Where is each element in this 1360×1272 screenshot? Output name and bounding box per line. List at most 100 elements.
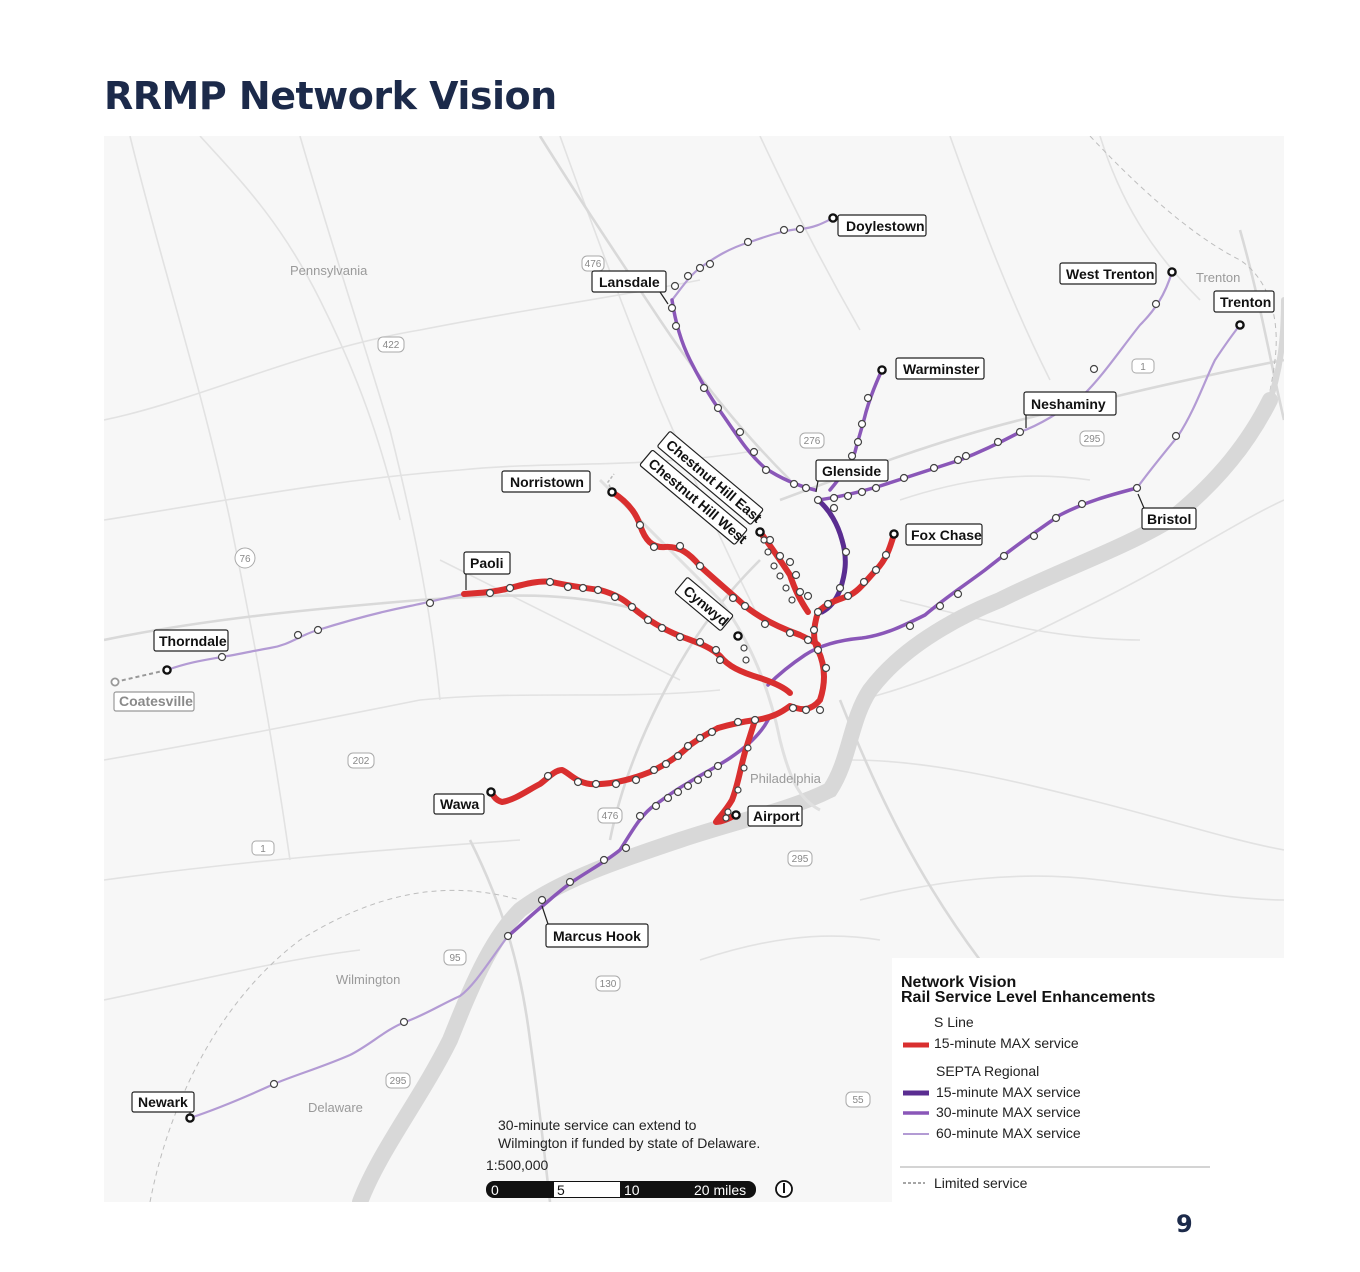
delaware-river bbox=[352, 297, 1284, 1202]
station-label-airport[interactable]: Airport bbox=[747, 805, 803, 827]
highway-shield-422: 422 bbox=[377, 336, 405, 353]
station-label-bristol[interactable]: Bristol bbox=[1137, 493, 1197, 530]
svg-text:276: 276 bbox=[804, 436, 821, 447]
terminal-airport bbox=[731, 810, 741, 820]
svg-text:Wilmington if funded by state: Wilmington if funded by state of Delawar… bbox=[498, 1135, 760, 1151]
station-label-coatesville[interactable]: Coatesville bbox=[113, 691, 195, 712]
svg-text:95: 95 bbox=[449, 953, 461, 964]
station-label-norristown[interactable]: Norristown bbox=[501, 470, 591, 493]
terminal-norristown bbox=[607, 487, 617, 497]
place-wilmington: Wilmington bbox=[336, 972, 400, 987]
highway-shield-295-de: 295 bbox=[385, 1072, 411, 1089]
place-pennsylvania: Pennsylvania bbox=[290, 263, 368, 278]
station-label-thorndale[interactable]: Thorndale bbox=[153, 629, 229, 652]
terminal-thorndale bbox=[162, 665, 172, 675]
line-norristown-limited bbox=[607, 473, 615, 493]
station-label-paoli[interactable]: Paoli bbox=[463, 551, 511, 590]
legend-regional-60: 60-minute MAX service bbox=[936, 1125, 1081, 1141]
highway-shield-276: 276 bbox=[799, 432, 825, 449]
schuylkill-river bbox=[598, 478, 821, 812]
legend-regional-15: 15-minute MAX service bbox=[936, 1084, 1081, 1100]
legend: Network Vision Rail Service Level Enhanc… bbox=[892, 958, 1284, 1202]
svg-text:295: 295 bbox=[792, 854, 809, 865]
svg-text:130: 130 bbox=[600, 979, 617, 990]
terminal-west-trenton bbox=[1167, 267, 1177, 277]
svg-text:Paoli: Paoli bbox=[470, 555, 503, 571]
network-map[interactable]: Pennsylvania Trenton Philadelphia Wilmin… bbox=[104, 136, 1284, 1202]
svg-text:202: 202 bbox=[353, 756, 370, 767]
page-title: RRMP Network Vision bbox=[104, 74, 557, 118]
highway-shield-476-south: 476 bbox=[597, 807, 623, 824]
svg-text:Newark: Newark bbox=[138, 1094, 188, 1110]
highway-shields: 476 422 276 295 1 76 202 476 1 295 95 13… bbox=[234, 255, 1155, 1108]
svg-text:476: 476 bbox=[585, 259, 602, 270]
terminal-cynwyd bbox=[733, 631, 743, 641]
svg-text:422: 422 bbox=[383, 340, 400, 351]
station-stops bbox=[217, 224, 1181, 1089]
svg-text:Lansdale: Lansdale bbox=[599, 274, 660, 290]
svg-text:Marcus Hook: Marcus Hook bbox=[553, 928, 641, 944]
scale-tick-10: 10 bbox=[624, 1182, 640, 1198]
terminal-wawa bbox=[486, 787, 496, 797]
legend-regional-heading: SEPTA Regional bbox=[936, 1063, 1039, 1079]
svg-text:55: 55 bbox=[852, 1095, 864, 1106]
road-network bbox=[104, 136, 1284, 1001]
svg-text:295: 295 bbox=[1084, 434, 1101, 445]
north-arrow-icon bbox=[775, 1180, 793, 1198]
highway-shield-1-south: 1 bbox=[251, 840, 275, 856]
svg-text:1: 1 bbox=[1140, 362, 1146, 373]
svg-text:Warminster: Warminster bbox=[903, 361, 980, 377]
station-label-newark[interactable]: Newark bbox=[131, 1091, 195, 1116]
station-label-marcus-hook[interactable]: Marcus Hook bbox=[541, 905, 649, 948]
svg-text:295: 295 bbox=[390, 1076, 407, 1087]
place-delaware: Delaware bbox=[308, 1100, 363, 1115]
svg-text:30-minute service can extend t: 30-minute service can extend to bbox=[498, 1117, 697, 1133]
svg-text:West Trenton: West Trenton bbox=[1066, 266, 1154, 282]
s-line-airport bbox=[713, 717, 758, 825]
state-boundaries bbox=[149, 136, 1277, 1202]
svg-text:Bristol: Bristol bbox=[1147, 511, 1191, 527]
highway-shield-476-north: 476 bbox=[581, 255, 605, 272]
station-label-fox-chase[interactable]: Fox Chase bbox=[905, 523, 983, 546]
terminal-coatesville bbox=[110, 677, 120, 687]
legend-regional-30: 30-minute MAX service bbox=[936, 1104, 1081, 1120]
highway-shield-295-nj: 295 bbox=[787, 850, 813, 867]
legend-limited: Limited service bbox=[934, 1175, 1028, 1191]
scale-ratio: 1:500,000 bbox=[486, 1157, 548, 1173]
svg-text:1: 1 bbox=[260, 844, 266, 855]
highway-shield-76: 76 bbox=[234, 547, 256, 569]
station-label-glenside[interactable]: Glenside bbox=[815, 459, 889, 493]
line-trenton-extension bbox=[1135, 323, 1242, 490]
terminal-trenton bbox=[1235, 320, 1245, 330]
legend-s-line-heading: S Line bbox=[934, 1014, 974, 1030]
station-label-warminster[interactable]: Warminster bbox=[895, 357, 985, 380]
legend-s-line-15: 15-minute MAX service bbox=[934, 1035, 1079, 1051]
line-newark bbox=[188, 934, 510, 1120]
station-label-doylestown[interactable]: Doylestown bbox=[837, 214, 927, 237]
highway-shield-95: 95 bbox=[443, 949, 467, 966]
svg-text:Trenton: Trenton bbox=[1220, 294, 1271, 310]
highway-shield-55: 55 bbox=[845, 1091, 871, 1108]
svg-text:Neshaminy: Neshaminy bbox=[1031, 396, 1106, 412]
station-label-trenton[interactable]: Trenton bbox=[1213, 290, 1275, 313]
station-label-neshaminy[interactable]: Neshaminy bbox=[1023, 391, 1117, 428]
scale-tick-0: 0 bbox=[491, 1182, 499, 1198]
svg-text:76: 76 bbox=[239, 554, 251, 565]
svg-text:Wawa: Wawa bbox=[440, 796, 479, 812]
scale-tick-20: 20 miles bbox=[694, 1182, 746, 1198]
svg-text:Airport: Airport bbox=[753, 808, 800, 824]
line-bristol bbox=[766, 486, 1139, 687]
svg-text:Norristown: Norristown bbox=[510, 474, 584, 490]
station-label-wawa[interactable]: Wawa bbox=[433, 793, 485, 815]
station-label-lansdale[interactable]: Lansdale bbox=[591, 270, 669, 305]
terminal-chestnut-hill bbox=[755, 527, 765, 537]
highway-shield-130: 130 bbox=[595, 975, 621, 992]
legend-title-2: Rail Service Level Enhancements bbox=[901, 989, 1155, 1006]
line-neshaminy bbox=[816, 430, 1022, 502]
station-label-west-trenton[interactable]: West Trenton bbox=[1059, 262, 1157, 285]
svg-text:Glenside: Glenside bbox=[822, 463, 881, 479]
delaware-service-note: 30-minute service can extend to Wilmingt… bbox=[498, 1117, 760, 1151]
highway-shield-202: 202 bbox=[347, 752, 375, 769]
line-coatesville-limited bbox=[114, 669, 168, 683]
line-lansdale bbox=[670, 298, 817, 492]
